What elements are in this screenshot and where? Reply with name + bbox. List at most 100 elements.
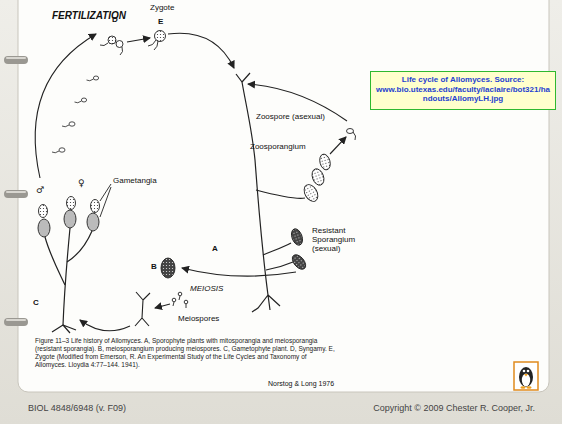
syngamy-gametes — [116, 41, 123, 48]
syngamy-gametes — [100, 43, 123, 55]
cycle-arrow — [168, 33, 234, 68]
gamete — [87, 79, 94, 81]
stage-letter: B — [151, 262, 157, 271]
gametangium — [38, 197, 100, 238]
binder-ring — [6, 57, 26, 59]
leader-line — [100, 187, 111, 217]
meiosporangium — [178, 292, 182, 296]
gametophyte-plant — [67, 231, 92, 262]
cycle-arrow — [182, 268, 296, 276]
stage-letter: D — [112, 15, 118, 24]
gametangium — [67, 197, 76, 210]
penguin-icon — [523, 370, 526, 373]
penguin-icon — [527, 370, 530, 373]
germling — [135, 292, 150, 326]
binder-ring — [4, 56, 28, 64]
zoosporangium — [301, 153, 332, 204]
zoospore — [347, 129, 356, 141]
structure-label: Meiospores — [178, 314, 219, 323]
cycle-arrow — [35, 33, 347, 331]
gametophyte-plant — [45, 228, 92, 333]
meiosporangium — [161, 258, 175, 278]
figure-credit: Norstog & Long 1976 — [268, 380, 334, 388]
sporophyte-plant — [263, 243, 291, 255]
zygote — [155, 31, 166, 42]
meiosporangium — [184, 300, 188, 304]
zoospore — [347, 129, 354, 134]
cycle-arrow — [80, 320, 130, 331]
gametangium — [91, 200, 100, 213]
binder-ring — [4, 56, 28, 326]
syngamy-gametes — [100, 36, 123, 55]
figure-caption: Figure 11–3 Life history of Allomyces. A… — [35, 337, 335, 369]
penguin-icon — [524, 374, 528, 377]
cycle-arrow — [330, 137, 346, 154]
sex-symbol: ♀ — [78, 178, 85, 188]
sporophyte-plant — [236, 73, 250, 82]
leader-line — [100, 184, 111, 217]
gamete — [69, 122, 75, 126]
penguin-icon — [514, 362, 538, 390]
meiosporangium — [172, 298, 176, 302]
callout-text: Life cycle of Allomyces. Source: www.bio… — [375, 75, 551, 104]
gamete — [75, 101, 82, 103]
gametangium — [87, 213, 99, 231]
zygote — [148, 31, 166, 51]
zoosporangium — [318, 153, 332, 171]
gamete — [93, 76, 98, 80]
structure-label: Gametangia — [113, 176, 157, 185]
structure-label: Zoospore (asexual) — [256, 112, 325, 121]
sporophyte-plant — [256, 190, 305, 198]
structure-label: Zoosporangium — [250, 142, 306, 151]
gamete — [52, 151, 59, 153]
stage-letter: C — [33, 298, 39, 307]
binder-ring — [4, 190, 28, 198]
copyright-footer: Copyright © 2009 Chester R. Cooper, Jr. — [373, 403, 535, 413]
penguin-icon — [526, 386, 531, 388]
penguin-icon — [520, 386, 525, 388]
structure-label: Resistant Sporangium (sexual) — [312, 226, 366, 254]
gamete — [81, 98, 86, 102]
stage-letter: A — [212, 244, 218, 253]
gametophyte-plant — [63, 228, 70, 325]
sporophyte-plant — [236, 73, 305, 312]
gametophyte-plant — [52, 325, 76, 333]
gametangium — [64, 210, 76, 228]
process-label: MEIOSIS — [190, 284, 223, 293]
gametangium — [38, 219, 50, 237]
gametophyte-plant — [45, 237, 65, 285]
source-callout: Life cycle of Allomyces. Source: www.bio… — [370, 71, 556, 110]
germling — [135, 292, 150, 326]
slide-card — [18, 0, 549, 392]
cycle-arrow — [155, 304, 170, 308]
cycle-arrow — [248, 84, 347, 121]
sex-symbol: ♂ — [36, 185, 44, 195]
zoosporangium — [310, 167, 326, 187]
resistant-sporangium — [290, 252, 309, 271]
sporophyte-plant — [252, 295, 280, 312]
zygote — [148, 40, 158, 50]
resistant-sporangium — [289, 227, 308, 271]
structure-label: Zygote — [150, 3, 174, 12]
penguin-icon — [514, 362, 538, 390]
gamete — [59, 148, 65, 152]
binder-ring — [6, 319, 26, 321]
binder-ring — [4, 318, 28, 326]
gametangium — [39, 205, 48, 218]
sporophyte-plant — [266, 262, 293, 270]
penguin-icon — [522, 374, 530, 387]
gamete — [52, 76, 99, 153]
cycle-arrow — [127, 38, 150, 42]
stage-letter: E — [158, 17, 163, 26]
binder-ring — [6, 191, 26, 193]
gamete — [62, 125, 69, 127]
course-footer: BIOL 4848/6948 (v. F09) — [28, 403, 126, 413]
zoosporangium — [301, 182, 320, 204]
penguin-icon — [519, 367, 533, 387]
zoospore — [353, 132, 356, 140]
